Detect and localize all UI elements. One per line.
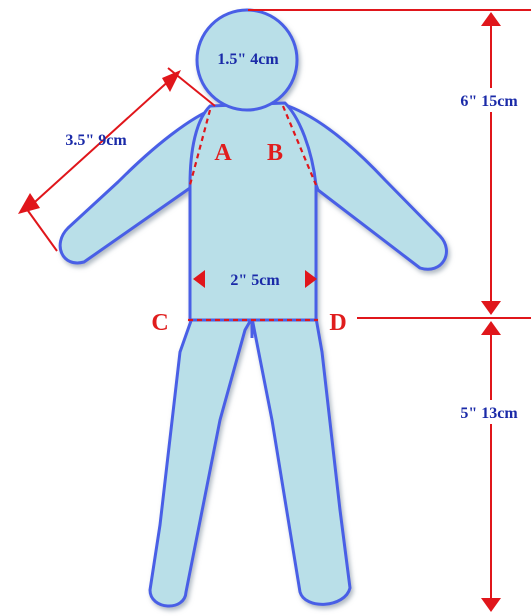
right-leg bbox=[250, 316, 352, 606]
shoulder-line-a bbox=[188, 109, 212, 186]
upper-height-label-bg bbox=[446, 88, 531, 112]
right-arm bbox=[286, 104, 448, 271]
arm-measure-label: 3.5" 9cm bbox=[65, 132, 127, 149]
height-measure bbox=[248, 9, 531, 612]
point-b-label: B bbox=[267, 140, 283, 166]
arm-measure bbox=[18, 67, 216, 252]
point-a-label: A bbox=[214, 140, 232, 166]
doll-body bbox=[58, 8, 448, 608]
upper-height-label: 6" 15cm bbox=[460, 93, 518, 110]
left-leg bbox=[148, 316, 254, 608]
point-d-label: D bbox=[329, 310, 346, 336]
left-arm bbox=[58, 106, 217, 265]
lower-height-label: 5" 13cm bbox=[460, 405, 518, 422]
waist-measure bbox=[193, 270, 317, 288]
point-c-label: C bbox=[151, 310, 168, 336]
head bbox=[195, 8, 299, 112]
head-measure-label: 1.5" 4cm bbox=[217, 51, 279, 68]
waist-measure-label: 2" 5cm bbox=[230, 272, 280, 289]
lower-height-label-bg bbox=[446, 400, 531, 424]
